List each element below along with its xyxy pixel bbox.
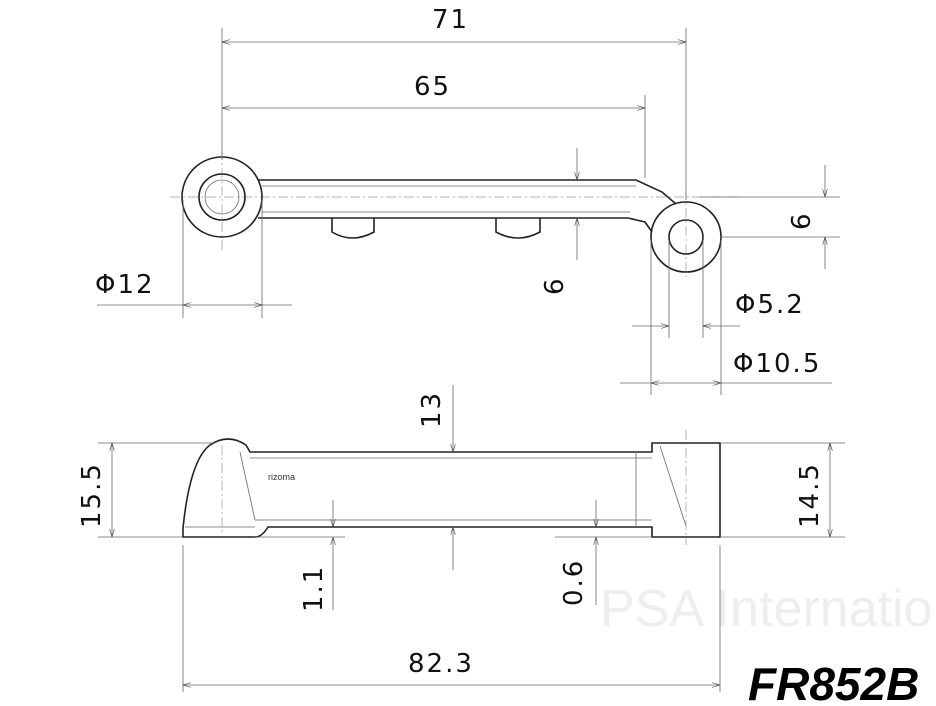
brand-mark: rizoma (268, 472, 295, 482)
watermark: PSA International (600, 580, 936, 638)
dimension-phi5-2: Φ5.2 (632, 240, 805, 338)
svg-text:6: 6 (540, 276, 570, 295)
svg-text:15.5: 15.5 (77, 462, 107, 528)
side-view: rizoma (182, 430, 721, 545)
svg-text:0.6: 0.6 (559, 559, 589, 606)
top-view (170, 150, 740, 280)
part-number: FR852B (748, 658, 919, 706)
dimension-65: 65 (222, 72, 646, 178)
svg-text:82.3: 82.3 (408, 649, 474, 679)
svg-text:14.5: 14.5 (795, 462, 825, 528)
dimension-14-5: 14.5 (720, 442, 845, 538)
dimension-71: 71 (221, 5, 687, 200)
svg-text:1.1: 1.1 (299, 565, 329, 612)
dimension-phi10-5: Φ10.5 (620, 240, 832, 395)
svg-text:13: 13 (417, 391, 447, 428)
dimension-82-3: 82.3 (182, 545, 721, 692)
dimension-6-bar: 6 (540, 148, 577, 295)
svg-text:65: 65 (414, 72, 451, 102)
svg-text:Φ12: Φ12 (95, 270, 155, 300)
dimension-13: 13 (417, 385, 453, 570)
svg-text:6: 6 (787, 211, 817, 230)
svg-text:71: 71 (432, 5, 469, 35)
dimension-6-right: 6 (700, 165, 840, 269)
dimension-0-6: 0.6 (555, 500, 652, 606)
dimension-1-1: 1.1 (255, 500, 345, 612)
svg-text:Φ5.2: Φ5.2 (735, 290, 805, 320)
dimension-15-5: 15.5 (77, 442, 215, 538)
svg-text:Φ10.5: Φ10.5 (733, 349, 821, 379)
dimension-phi12: Φ12 (95, 200, 292, 318)
